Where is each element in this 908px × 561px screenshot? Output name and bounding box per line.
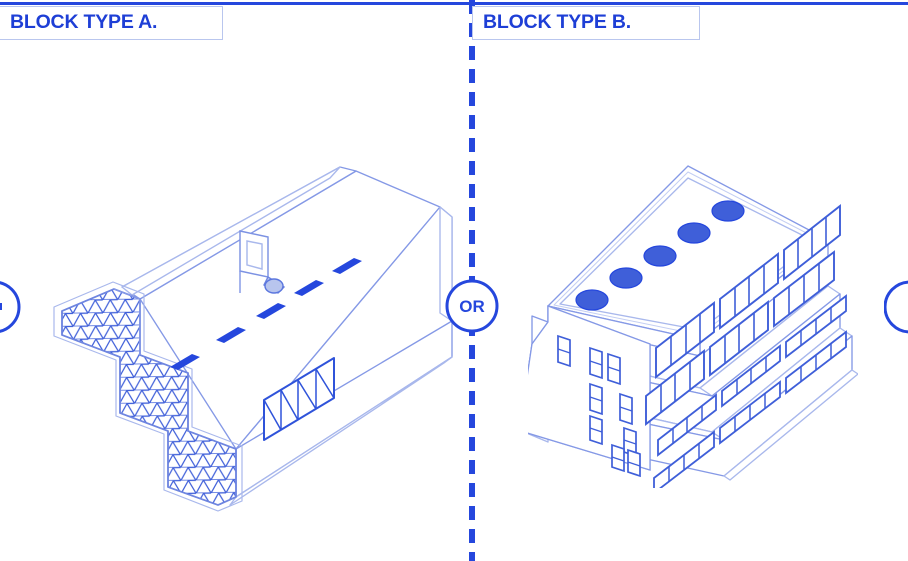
window-band-2 <box>645 250 835 426</box>
block-type-b-label: BLOCK TYPE B. <box>483 11 631 34</box>
block-type-a-label-box: BLOCK TYPE A. <box>0 6 223 40</box>
block-type-b-illustration <box>528 165 858 488</box>
or-badge-label: OR <box>459 297 485 316</box>
louvre-window-strip <box>263 357 335 441</box>
block-type-a-label: BLOCK TYPE A. <box>10 11 158 34</box>
or-badge: OR <box>445 279 499 333</box>
top-rule-divider <box>0 2 908 5</box>
block-type-b-label-box: BLOCK TYPE B. <box>472 6 700 40</box>
roof-vent <box>239 230 286 294</box>
block-type-a-illustration <box>53 166 453 512</box>
window-band-1 <box>655 204 841 379</box>
gable-window-group <box>557 334 641 478</box>
window-band-4 <box>653 330 847 488</box>
roof-unit-group <box>575 200 745 311</box>
right-edge-node <box>884 280 908 334</box>
window-band-3 <box>657 294 847 457</box>
left-edge-node <box>0 281 21 333</box>
ridge-skylight-group <box>170 258 362 370</box>
